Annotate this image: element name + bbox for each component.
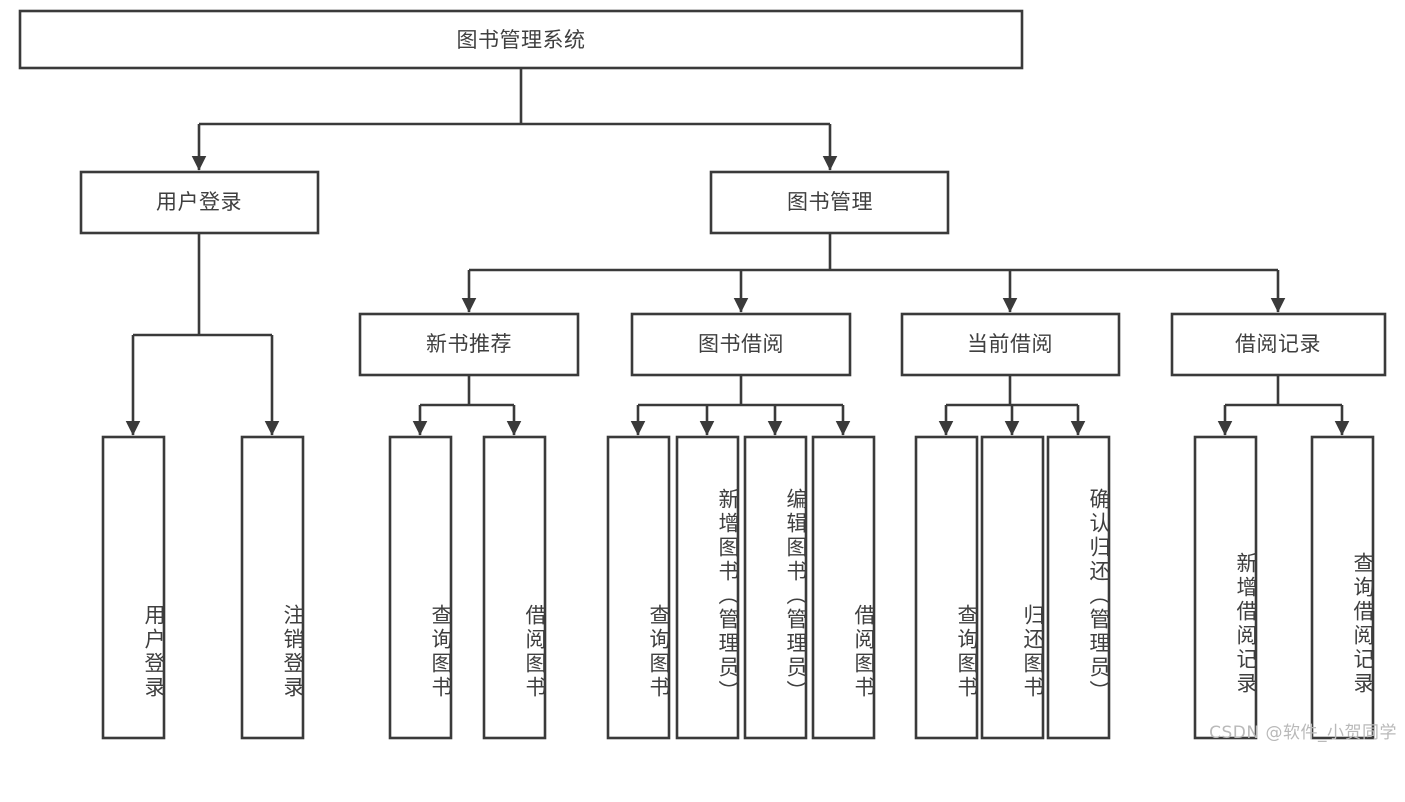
node-leaf-borrow-add-book-box[interactable] [675,435,740,740]
node-current-borrow[interactable]: 当前借阅 [900,312,1121,377]
node-user-login-label: 用户登录 [156,190,242,214]
functional-structure-diagram: 图书管理系统 用户登录 图书管理 新书推荐 图书借阅 当前借阅 借阅记录 [18,9,1397,743]
node-borrow-record-label: 借阅记录 [1235,332,1321,356]
node-book-manage[interactable]: 图书管理 [709,170,950,235]
node-leaf-rec-query-book-box[interactable] [388,435,453,740]
diagram-canvas: 图书管理系统 用户登录 图书管理 新书推荐 图书借阅 当前借阅 借阅记录 [18,9,1387,740]
node-new-book-rec[interactable]: 新书推荐 [358,312,580,377]
node-new-book-rec-box[interactable] [358,312,580,377]
node-current-borrow-label: 当前借阅 [967,332,1053,356]
node-borrow-record-box[interactable] [1170,312,1387,377]
node-leaf-cur-query-book-box[interactable] [914,435,979,740]
node-leaf-rec-query-box[interactable] [1310,435,1375,740]
node-leaf-user-logout-box[interactable] [240,435,305,740]
node-user-login-box[interactable] [79,170,320,235]
node-leaf-rec-borrow-book-box[interactable] [482,435,547,740]
connector-layer [125,68,1350,436]
csdn-watermark: CSDN @软件_小贺同学 [1209,723,1397,743]
node-book-manage-box[interactable] [709,170,950,235]
node-root-box[interactable] [18,9,1024,70]
node-book-borrow[interactable]: 图书借阅 [630,312,852,377]
node-leaf-borrow-query-book-box[interactable] [606,435,671,740]
node-root[interactable]: 图书管理系统 [18,9,1024,70]
node-leaf-user-login-box[interactable] [101,435,166,740]
node-leaf-borrow-lend-book-box[interactable] [811,435,876,740]
node-leaf-cur-return-book-box[interactable] [980,435,1045,740]
node-book-manage-label: 图书管理 [787,190,873,214]
node-book-borrow-box[interactable] [630,312,852,377]
node-leaf-cur-confirm-return-box[interactable] [1046,435,1111,740]
node-book-borrow-label: 图书借阅 [698,332,784,356]
node-root-label: 图书管理系统 [457,28,586,52]
node-leaf-rec-add-box[interactable] [1193,435,1258,740]
node-new-book-rec-label: 新书推荐 [426,332,512,356]
node-borrow-record[interactable]: 借阅记录 [1170,312,1387,377]
node-leaf-borrow-edit-book-box[interactable] [743,435,808,740]
node-user-login[interactable]: 用户登录 [79,170,320,235]
node-current-borrow-box[interactable] [900,312,1121,377]
leaf-box-layer [101,435,1375,740]
